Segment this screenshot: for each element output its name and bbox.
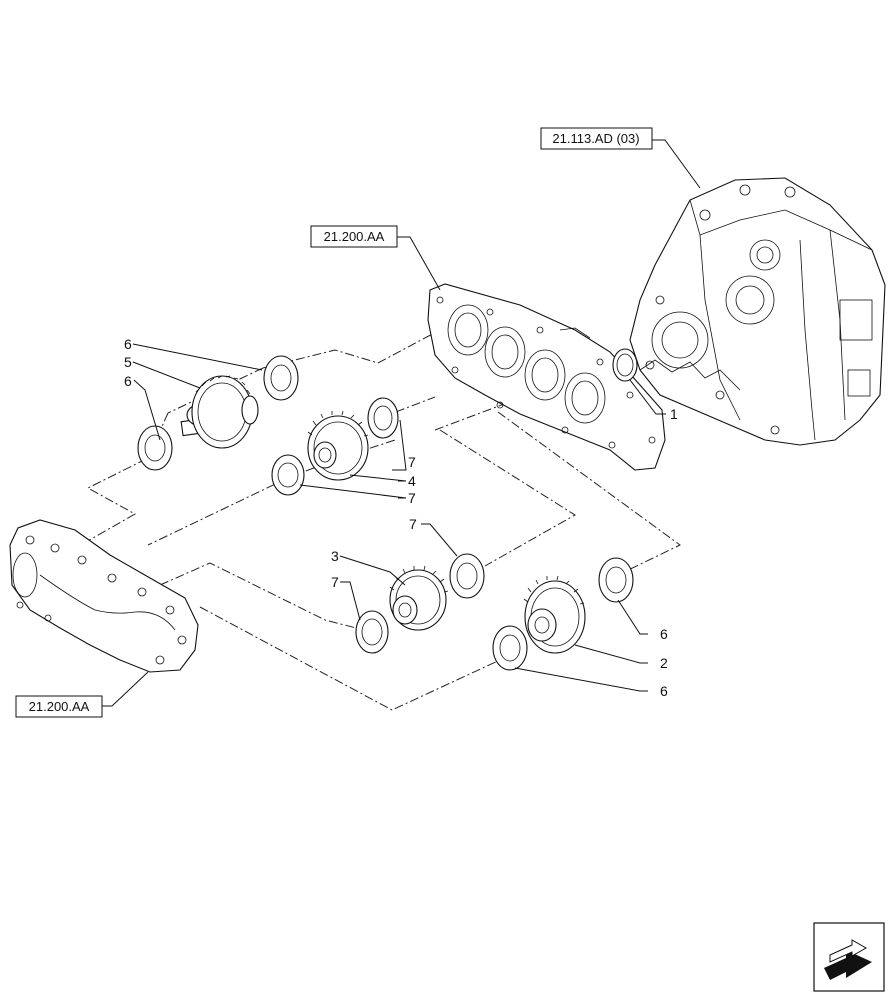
callout-7: 7 bbox=[408, 454, 416, 470]
upper-gear-housing bbox=[427, 283, 666, 471]
gear-5-shaft bbox=[180, 375, 259, 449]
ref-box-upper-housing[interactable]: 21.200.AA bbox=[310, 225, 398, 248]
ref-lower-cover-label: 21.200.AA bbox=[29, 699, 90, 714]
callout-6: 6 bbox=[660, 626, 668, 642]
transmission-housing bbox=[629, 177, 886, 446]
bearing-6-top bbox=[263, 355, 299, 401]
callout-6: 6 bbox=[124, 336, 132, 352]
bearings bbox=[137, 348, 638, 671]
callout-numbers: 6 5 6 7 4 7 7 3 7 1 6 2 6 bbox=[124, 336, 678, 699]
seal-ring-1 bbox=[612, 348, 638, 382]
bearing-7-lower bbox=[355, 610, 389, 654]
callout-1: 1 bbox=[670, 406, 678, 422]
gear-3 bbox=[389, 565, 449, 631]
callout-7: 7 bbox=[408, 490, 416, 506]
ref-upper-housing-label: 21.200.AA bbox=[324, 229, 385, 244]
next-page-arrow-icon[interactable] bbox=[813, 922, 885, 992]
gear-2 bbox=[523, 575, 586, 654]
callout-7: 7 bbox=[409, 516, 417, 532]
callout-7: 7 bbox=[331, 574, 339, 590]
ref-transmission-label: 21.113.AD (03) bbox=[552, 131, 639, 146]
bearing-6-right bbox=[598, 557, 634, 603]
leader-lines bbox=[101, 139, 701, 707]
callout-6: 6 bbox=[660, 683, 668, 699]
lower-gear-cover bbox=[9, 519, 199, 673]
gear-4 bbox=[307, 410, 369, 481]
bearing-6-left bbox=[137, 425, 173, 471]
callout-6: 6 bbox=[124, 373, 132, 389]
callout-4: 4 bbox=[408, 473, 416, 489]
bearing-6-bottom bbox=[492, 625, 528, 671]
ref-box-lower-cover[interactable]: 21.200.AA bbox=[15, 695, 103, 718]
ref-box-transmission[interactable]: 21.113.AD (03) bbox=[540, 127, 653, 150]
callout-2: 2 bbox=[660, 655, 668, 671]
callout-3: 3 bbox=[331, 548, 339, 564]
callout-5: 5 bbox=[124, 354, 132, 370]
bearing-7-upper bbox=[367, 397, 399, 439]
bearing-7-mid bbox=[271, 454, 305, 496]
bearing-7-right bbox=[449, 553, 485, 599]
